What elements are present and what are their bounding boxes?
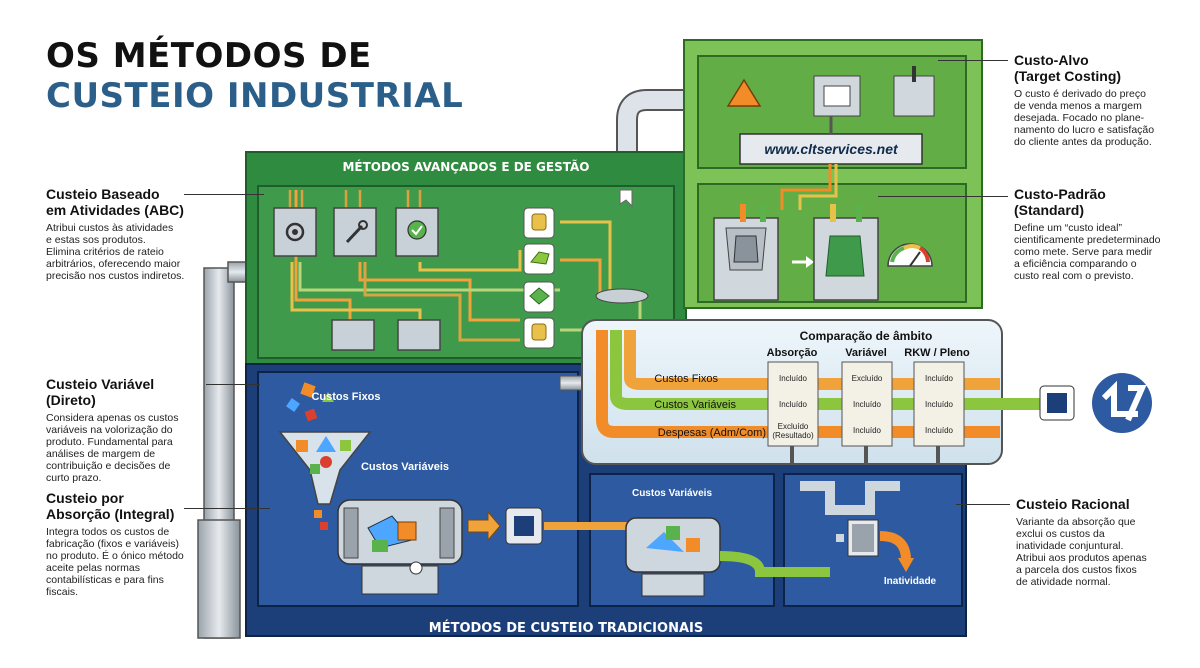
- traditional-section-label: MÉTODOS DE CUSTEIO TRADICIONAIS: [429, 620, 703, 636]
- absorcao-desc: no produto. É o ónico método: [46, 550, 184, 562]
- racional-desc: exclui os custos da: [1016, 528, 1105, 540]
- annotation-alvo: Custo-Alvo(Target Costing) O custo é der…: [1014, 52, 1184, 148]
- padrao-desc: a eficiência comparando o: [1014, 258, 1137, 270]
- racional-desc: Variante da absorção que: [1016, 516, 1136, 528]
- cell-fixos-absorcao: Incluído: [779, 374, 808, 383]
- leader-absorcao: [184, 508, 270, 509]
- padrao-title-2: (Standard): [1014, 202, 1084, 218]
- variavel-desc: variáveis na volorização do: [46, 424, 173, 436]
- col-variavel: Variável: [845, 347, 887, 359]
- variavel-desc: contribuição e decisões de: [46, 460, 171, 472]
- abc-product-tokens: [523, 207, 555, 349]
- absorcao-desc: contabilísticas e para fins: [46, 574, 164, 586]
- gear-icon: [285, 222, 305, 242]
- absorcao-desc: fabricação (fixos e variáveis): [46, 538, 180, 550]
- abc-activity-boxes: [273, 207, 441, 351]
- label-custos-variaveis-2: Custos Variáveis: [632, 488, 712, 499]
- absorcao-title-1: Custeio por: [46, 490, 124, 506]
- racional-desc: a parcela dos custos fixos: [1016, 564, 1137, 576]
- leader-alvo: [938, 60, 1008, 61]
- annotation-racional: Custeio Racional Variante da absorção qu…: [1016, 496, 1186, 588]
- col-absorcao: Absorção: [767, 347, 818, 359]
- alvo-desc: namento do lucro e satisfação: [1014, 124, 1155, 136]
- variavel-title: Custeio Variável (Direto): [46, 376, 155, 408]
- label-custos-variaveis-1: Custos Variáveis: [361, 461, 449, 473]
- label-inatividade: Inatividade: [884, 576, 937, 587]
- col-rkw: RKW / Pleno: [904, 347, 970, 359]
- abc-desc: arbitrários, oferecendo maior: [46, 258, 181, 270]
- website-panel: [739, 133, 923, 165]
- racional-title: Custeio Racional: [1016, 496, 1130, 512]
- absorcao-desc: Integra todos os custos de: [46, 526, 170, 538]
- variavel-desc: curto prazo.: [46, 472, 102, 484]
- racional-desc: inatividade conjuntural.: [1016, 540, 1124, 552]
- annotation-padrao: Custo-Padrão(Standard) Define um “custo …: [1014, 186, 1190, 282]
- label-custos-fixos: Custos Fixos: [311, 391, 380, 403]
- racional-desc: de atividade normal.: [1016, 576, 1111, 588]
- leader-abc: [184, 194, 264, 195]
- alvo-desc: O custo é derivado do preço: [1014, 88, 1146, 100]
- alvo-title-2: (Target Costing): [1014, 68, 1122, 84]
- cell-despesas-variavel: Incluído: [853, 426, 882, 435]
- cell-despesas-absorcao: Excluído(Resultado): [772, 422, 814, 440]
- cell-variaveis-absorcao: Incluído: [779, 400, 808, 409]
- wrench-icon: [345, 220, 368, 244]
- falling-cost-shapes: [286, 382, 334, 422]
- padrao-desc: como mete. Serve para medir: [1014, 246, 1153, 258]
- leader-padrao: [878, 196, 1008, 197]
- cell-variaveis-rkw: Incluído: [925, 400, 954, 409]
- alvo-title-1: Custo-Alvo: [1014, 52, 1089, 68]
- comparison-columns: [767, 361, 965, 464]
- leader-racional: [956, 504, 1010, 505]
- title-line-2: CUSTEIO INDUSTRIAL: [46, 76, 464, 116]
- padrao-desc: cientificamente predeterminado: [1014, 234, 1161, 246]
- abc-title-2: em Atividades (ABC): [46, 202, 184, 218]
- brand-logo: [1092, 373, 1152, 433]
- absorcao-desc: aceite pelas normas: [46, 562, 140, 574]
- comparison-title: Comparação de âmbito: [800, 329, 933, 343]
- cell-variaveis-variavel: Incluído: [853, 400, 882, 409]
- padrao-desc: Define um “custo ideal”: [1014, 222, 1122, 234]
- row-custos-variaveis: Custos Variáveis: [654, 399, 736, 411]
- alvo-desc: de venda menos a margem: [1014, 100, 1142, 112]
- title-line-1: OS MÉTODOS DE: [46, 36, 372, 76]
- abc-desc: e estas sos produtos.: [46, 234, 146, 246]
- alvo-desc: do cliente antes da produção.: [1014, 136, 1152, 148]
- cell-fixos-rkw: Incluído: [925, 374, 954, 383]
- abc-desc: precisão nos custos indiretos.: [46, 270, 185, 282]
- padrao-title-1: Custo-Padrão: [1014, 186, 1106, 202]
- leader-variavel: [206, 384, 260, 385]
- abc-desc: Elimina critérios de rateio: [46, 246, 164, 258]
- row-despesas: Despesas (Adm/Com): [658, 427, 766, 439]
- alvo-desc: desejada. Focado no plane-: [1014, 112, 1145, 124]
- gauge-icon: [887, 243, 933, 267]
- triangle-icon: [726, 78, 762, 107]
- racional-desc: Atribui aos produtos apenas: [1016, 552, 1147, 564]
- row-custos-fixos: Custos Fixos: [654, 373, 718, 385]
- page-title: OS MÉTODOS DE CUSTEIO INDUSTRIAL: [46, 36, 463, 116]
- absorcao-title-2: Absorção (Integral): [46, 506, 175, 522]
- padrao-desc: custo real com o previsto.: [1014, 270, 1134, 282]
- cell-fixos-variavel: Excluído: [852, 374, 883, 383]
- variavel-desc: Considera apenas os custos: [46, 412, 179, 424]
- advanced-section-label: MÉTODOS AVANÇADOS E DE GESTÃO: [342, 159, 589, 174]
- cell-despesas-rkw: Incluído: [925, 426, 954, 435]
- variavel-desc: produto. Fundamental para: [46, 436, 173, 448]
- abc-desc: Atribui custos às atividades: [46, 222, 174, 234]
- abc-title-1: Custeio Baseado: [46, 186, 160, 202]
- variavel-desc: análises de margem de: [46, 448, 156, 460]
- annotation-variavel: Custeio Variável (Direto) Considera apen…: [46, 376, 206, 484]
- check-icon: [407, 220, 427, 240]
- absorcao-desc: fiscais.: [46, 586, 79, 598]
- website-text: www.cltservices.net: [764, 141, 899, 157]
